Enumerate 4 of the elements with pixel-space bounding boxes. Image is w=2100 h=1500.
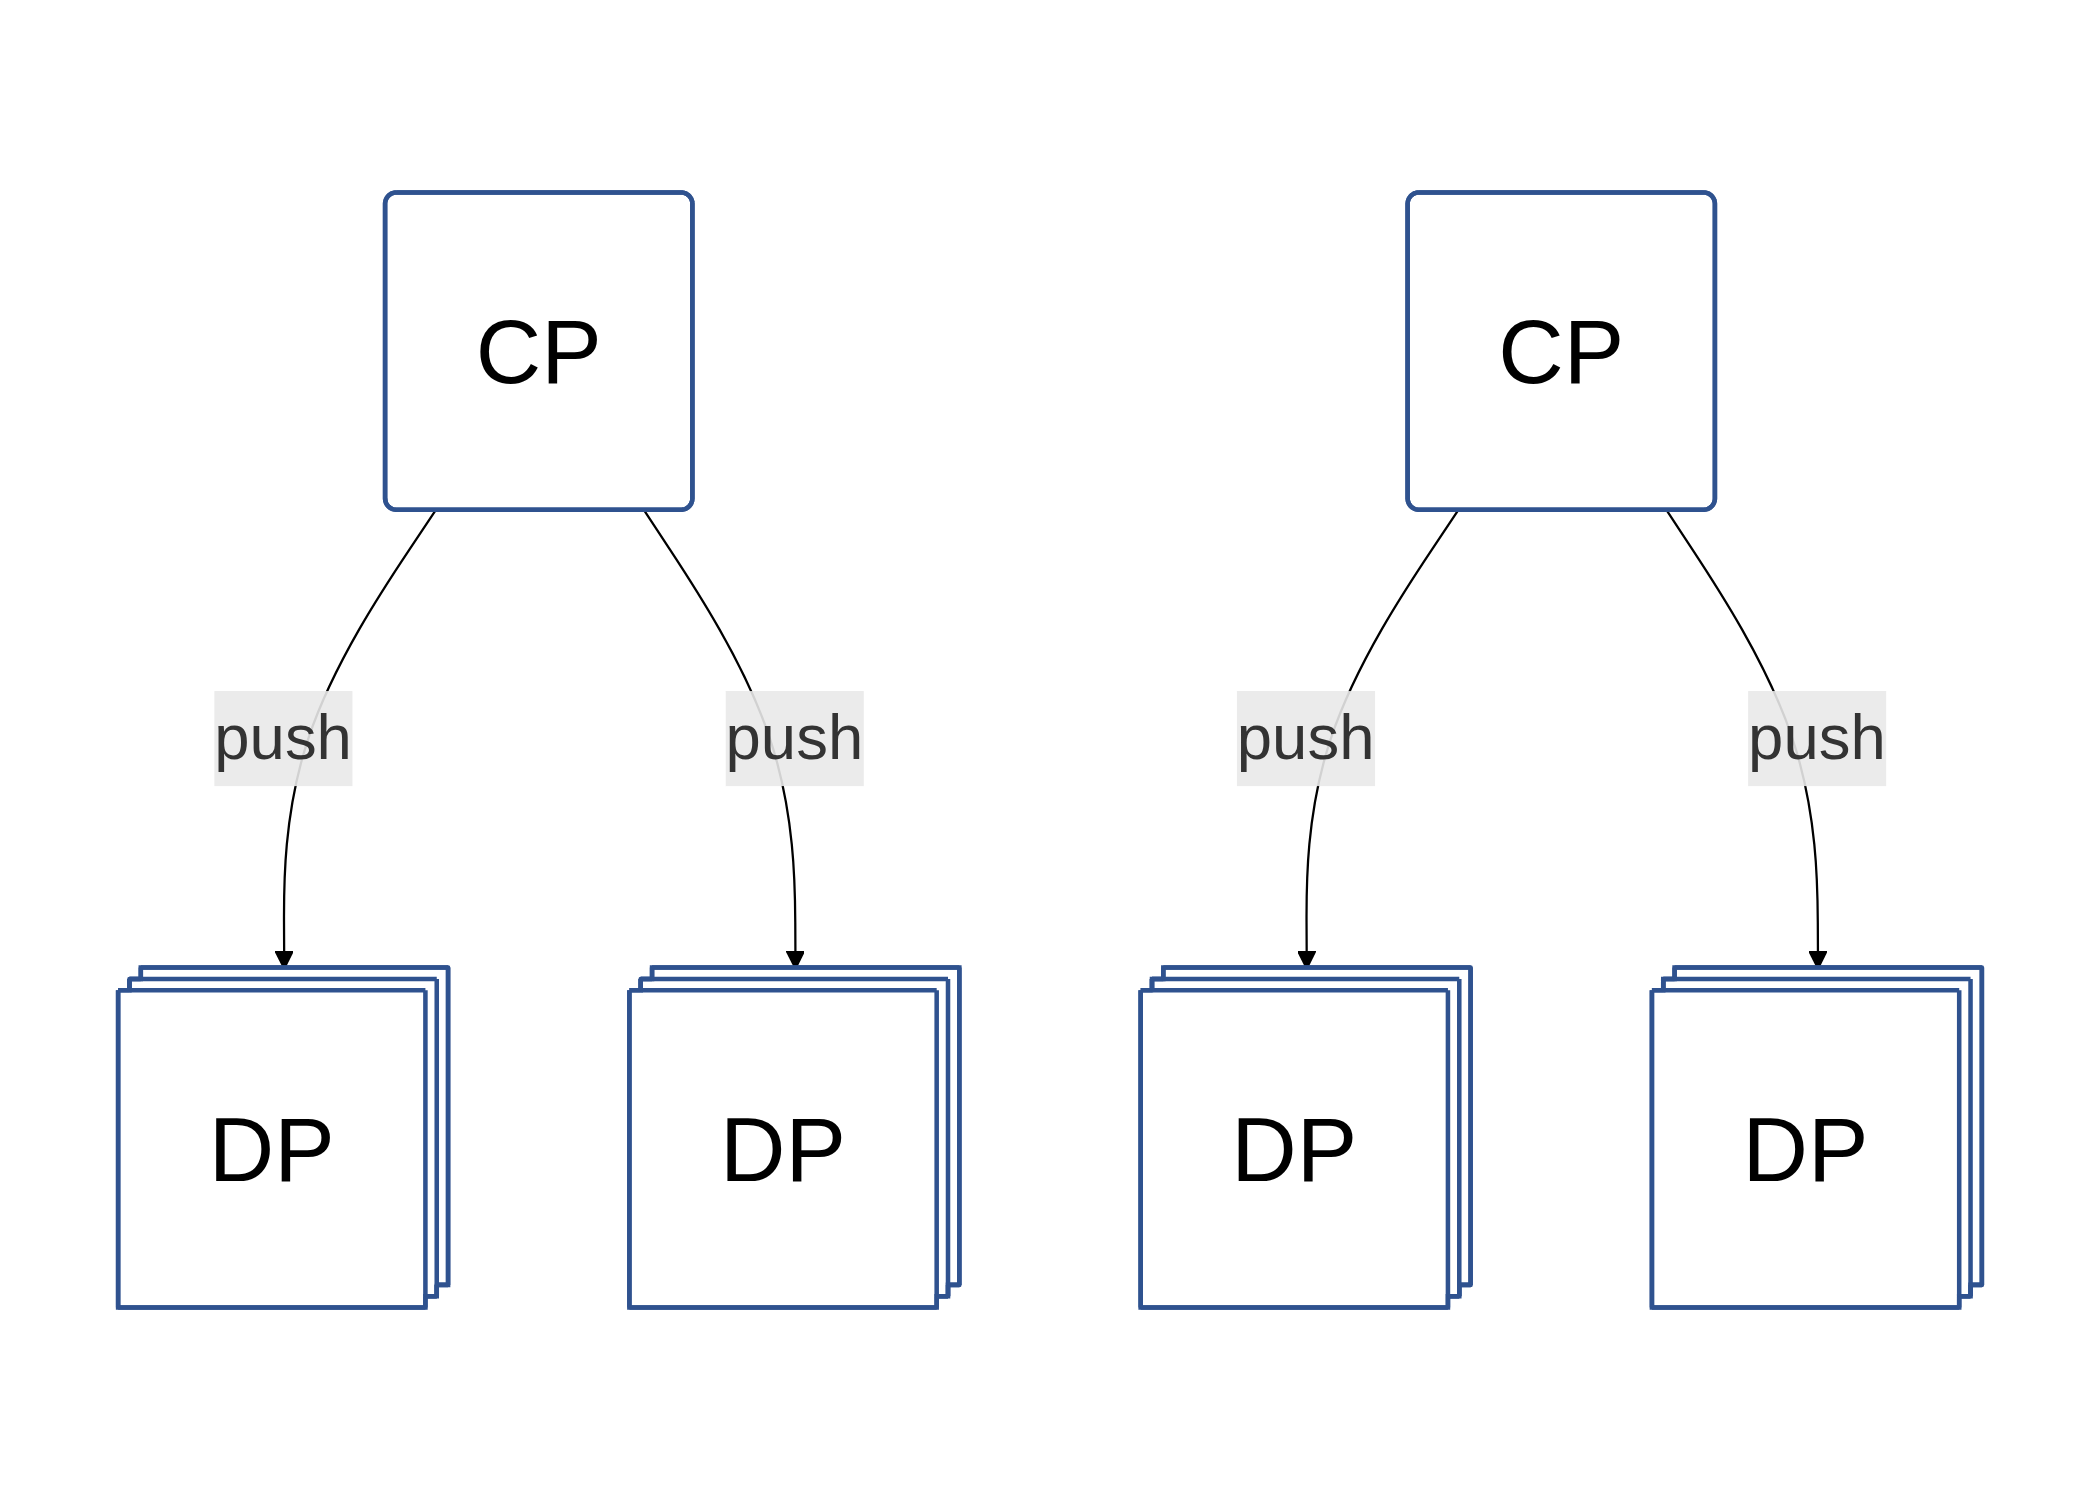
edge-label: push <box>725 702 864 773</box>
edge-label: push <box>214 702 352 773</box>
edge-label: push <box>1748 702 1886 773</box>
edge-label: push <box>1236 702 1375 773</box>
